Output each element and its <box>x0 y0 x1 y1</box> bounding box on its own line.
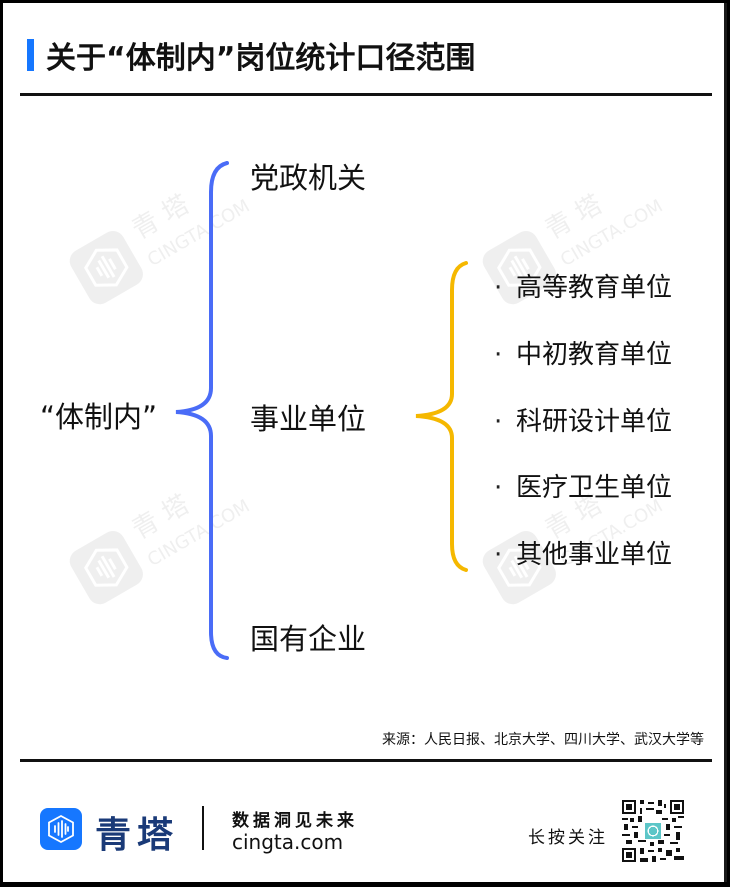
node-public-institutions: 事业单位 <box>250 402 367 436</box>
infographic-card <box>3 3 727 882</box>
list-item: · 医疗卫生单位 <box>494 467 672 504</box>
list-item: · 其他事业单位 <box>494 534 672 571</box>
watermark: 青 塔 CINGTA.COM <box>465 141 685 322</box>
list-item: · 高等教育单位 <box>494 267 672 304</box>
top-divider <box>20 93 712 96</box>
bullet: · <box>494 407 503 437</box>
watermark-logo-icon: 青 塔 CINGTA.COM <box>482 190 666 305</box>
brand-name: 青塔 <box>95 814 180 856</box>
footer-separator <box>202 806 204 850</box>
node-state-owned-enterprises: 国有企业 <box>250 622 367 656</box>
item-label: 科研设计单位 <box>516 407 673 437</box>
item-label: 其他事业单位 <box>516 540 673 570</box>
item-label: 中初教育单位 <box>516 340 673 370</box>
follow-hint: 长按关注 <box>528 828 608 848</box>
bullet: · <box>494 273 503 303</box>
node-party-government-agencies: 党政机关 <box>250 161 367 195</box>
root-node: “体制内” <box>40 400 158 434</box>
source-note: 来源：人民日报、北京大学、四川大学、武汉大学等 <box>382 732 704 748</box>
title-accent-bar <box>27 39 34 71</box>
cingta-logo-icon <box>40 808 82 850</box>
bullet: · <box>494 473 503 503</box>
bullet: · <box>494 340 503 370</box>
qr-code-icon[interactable] <box>622 800 684 862</box>
brand-slogan: 数据洞见未来 <box>232 811 358 831</box>
bullet: · <box>494 540 503 570</box>
bottom-divider <box>20 759 712 762</box>
list-item: · 中初教育单位 <box>494 334 672 371</box>
item-label: 高等教育单位 <box>516 273 673 303</box>
item-label: 医疗卫生单位 <box>516 473 673 503</box>
page-title: 关于“体制内”岗位统计口径范围 <box>46 41 476 76</box>
brand-website[interactable]: cingta.com <box>232 830 344 854</box>
list-item: · 科研设计单位 <box>494 401 672 438</box>
